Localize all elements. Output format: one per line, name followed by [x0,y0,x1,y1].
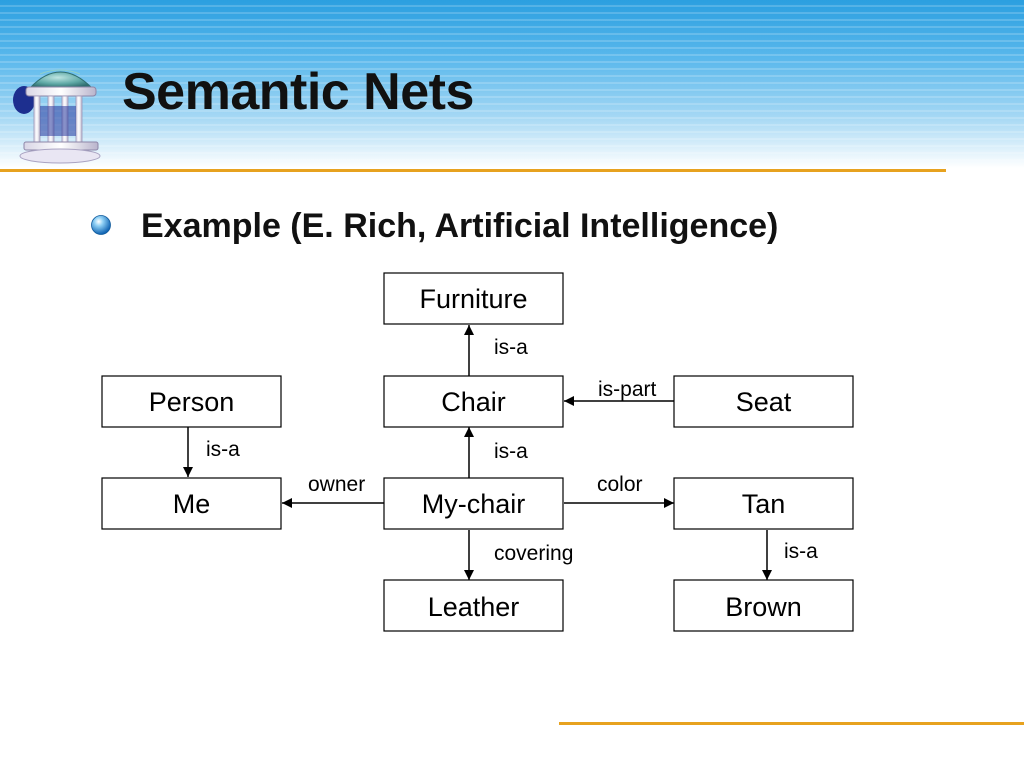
edge-label-isa: is-a [784,540,818,563]
node-person: Person [101,375,282,428]
slide-title: Semantic Nets [122,63,474,121]
edge-label-isa: is-a [206,438,240,461]
old-well-gazebo-icon [13,69,101,164]
node-seat: Seat [673,375,854,428]
node-label: Chair [441,387,506,417]
node-label: Furniture [419,284,527,314]
node-label: Seat [736,387,792,417]
node-me: Me [101,477,282,530]
edge-seat-to-chair: is-part [564,378,674,406]
node-label: Person [149,387,235,417]
edge-chair-to-furniture: is-a [464,325,528,376]
node-label: Tan [742,489,786,519]
edge-mychair-to-chair: is-a [464,427,528,478]
node-label: My-chair [422,489,526,519]
edge-mychair-to-me: owner [282,473,384,508]
blue-sphere-bullet-icon [91,215,111,235]
edge-mychair-to-tan: color [564,473,674,508]
node-chair: Chair [383,375,564,428]
edge-label-isa: is-a [494,336,528,359]
edge-label-color: color [597,473,643,496]
node-furniture: Furniture [383,272,564,325]
node-tan: Tan [673,477,854,530]
bullet-text: Example (E. Rich, Artificial Intelligenc… [141,207,779,245]
edge-label-isa: is-a [494,440,528,463]
title-divider [0,169,946,172]
footer-divider [559,722,1024,725]
node-label: Me [173,489,211,519]
node-label: Leather [428,592,520,622]
node-leather: Leather [383,579,564,632]
edge-label-covering: covering [494,542,573,565]
edge-tan-to-brown: is-a [762,530,818,580]
header-banner [0,0,1024,168]
node-label: Brown [725,592,802,622]
node-brown: Brown [673,579,854,632]
edge-label-ispart: is-part [598,378,657,401]
edge-mychair-to-leather: covering [464,530,573,580]
edge-person-to-me: is-a [183,427,240,477]
edge-label-owner: owner [308,473,365,496]
node-my-chair: My-chair [383,477,564,530]
